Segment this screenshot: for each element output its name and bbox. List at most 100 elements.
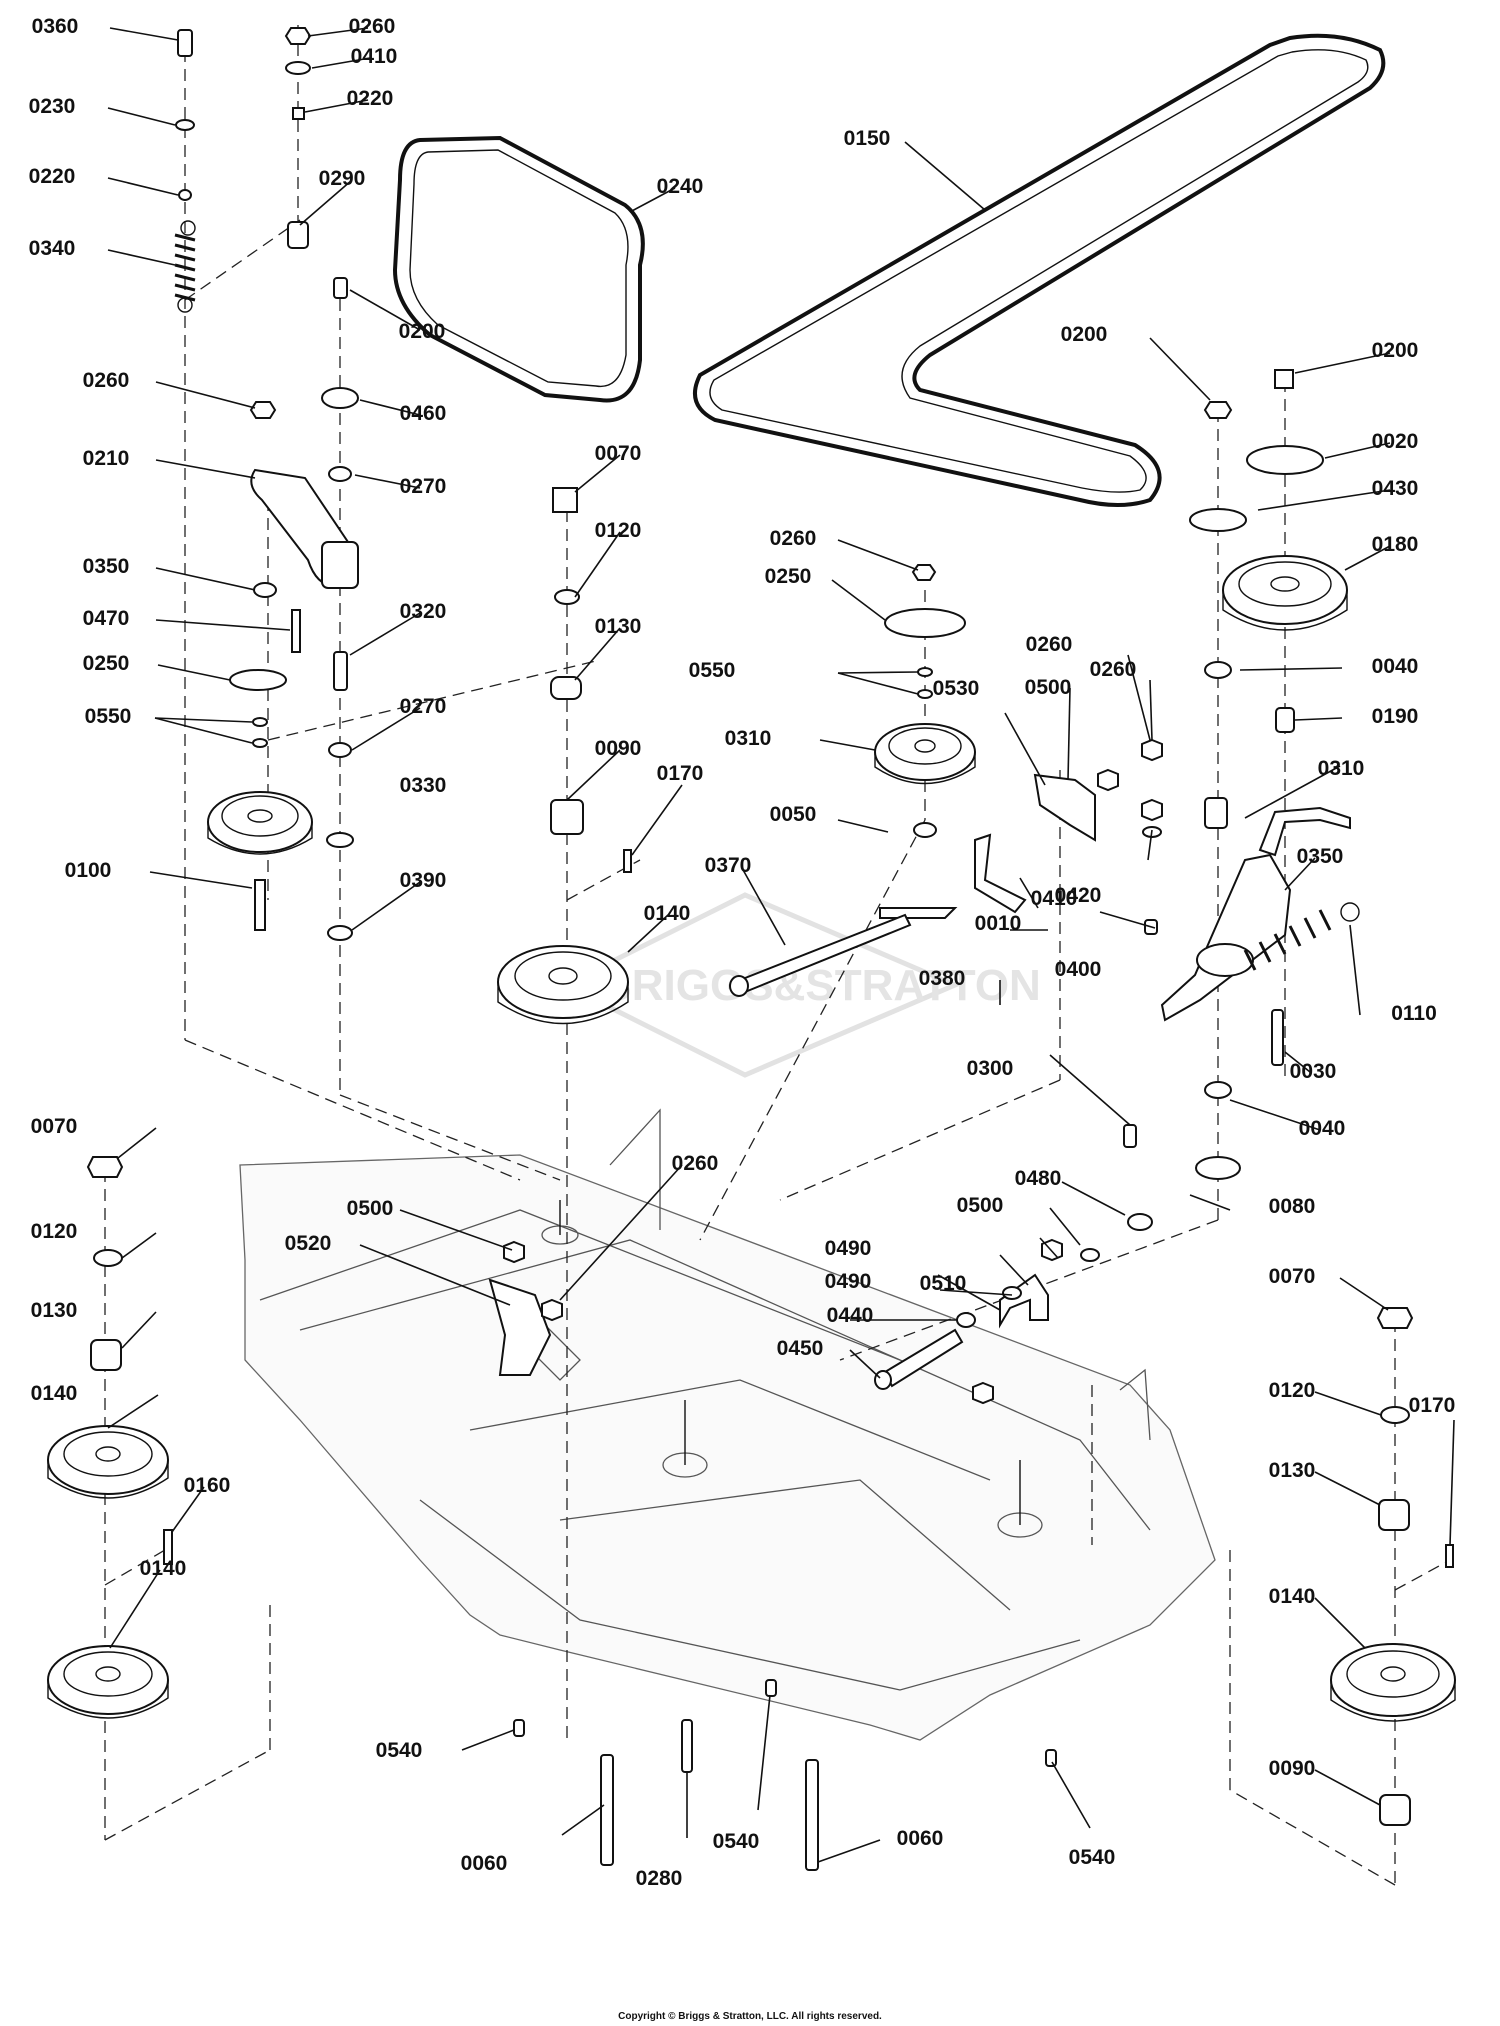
part-number-callout: 0290 <box>319 167 366 190</box>
part-number-callout: 0260 <box>770 527 817 550</box>
part-number-callout: 0080 <box>1269 1195 1316 1218</box>
watermark-text: BRIGGS&STRATTON <box>600 961 1041 1010</box>
part-number-callout: 0410 <box>351 45 398 68</box>
part-number-callout: 0070 <box>31 1115 78 1138</box>
center-right-idler <box>729 564 1163 997</box>
part-number-callout: 0350 <box>1297 845 1344 868</box>
pump-belt-0150 <box>693 33 1386 507</box>
part-number-callout: 0500 <box>1025 676 1072 699</box>
part-number-callout: 0020 <box>1372 430 1419 453</box>
part-number-callout: 0490 <box>825 1237 872 1260</box>
part-number-callout: 0060 <box>461 1852 508 1875</box>
part-number-callout: 0340 <box>29 237 76 260</box>
callout-leaders <box>107 27 1455 1863</box>
part-number-callout: 0460 <box>400 402 447 425</box>
part-number-callout: 0350 <box>83 555 130 578</box>
part-number-callout: 0450 <box>777 1337 824 1360</box>
part-number-callout: 0390 <box>400 869 447 892</box>
part-number-callout: 0240 <box>657 175 704 198</box>
left-column-hardware <box>174 27 359 941</box>
part-number-callout: 0140 <box>140 1557 187 1580</box>
part-number-callout: 0110 <box>1391 1002 1437 1025</box>
part-number-callout: 0540 <box>713 1830 760 1853</box>
bottom-bolts <box>513 1679 1057 1871</box>
part-number-callout: 0120 <box>595 519 642 542</box>
part-number-callout: 0210 <box>83 447 130 470</box>
part-number-callout: 0060 <box>897 1827 944 1850</box>
part-number-callout: 0470 <box>83 607 130 630</box>
part-number-callout: 0400 <box>1055 958 1102 981</box>
part-number-callout: 0170 <box>657 762 704 785</box>
part-number-callout: 0250 <box>83 652 130 675</box>
part-number-callout: 0550 <box>689 659 736 682</box>
part-number-callout: 0260 <box>83 369 130 392</box>
part-number-callout: 0040 <box>1372 655 1419 678</box>
right-column-hardware <box>874 369 1360 1405</box>
mower-deck <box>239 1108 1216 1741</box>
part-number-callout: 0180 <box>1372 533 1419 556</box>
part-number-callout: 0490 <box>825 1270 872 1293</box>
part-number-callout: 0410 <box>1031 887 1078 910</box>
part-number-callout: 0140 <box>1269 1585 1316 1608</box>
part-number-callout: 0500 <box>347 1197 394 1220</box>
brand-watermark: BRIGGS&STRATTON <box>559 892 1041 1078</box>
part-number-callout: 0170 <box>1409 1394 1456 1417</box>
part-number-callout: 0320 <box>400 600 447 623</box>
part-number-callout: 0070 <box>595 442 642 465</box>
part-number-callout: 0260 <box>672 1152 719 1175</box>
part-number-callout: 0130 <box>595 615 642 638</box>
part-number-callout: 0540 <box>1069 1846 1116 1869</box>
part-number-callout: 0190 <box>1372 705 1419 728</box>
part-number-callout: 0480 <box>1015 1167 1062 1190</box>
part-number-callout: 0200 <box>399 320 446 343</box>
part-number-callout: 0100 <box>65 859 112 882</box>
part-number-callout: 0150 <box>844 127 891 150</box>
part-number-callout: 0130 <box>1269 1459 1316 1482</box>
deck-belt-0240 <box>392 135 645 403</box>
part-number-callout: 0310 <box>1318 757 1365 780</box>
part-number-callout: 0260 <box>1090 658 1137 681</box>
right-bottom-stack <box>1330 1307 1456 1826</box>
part-number-callout: 0430 <box>1372 477 1419 500</box>
part-number-callout: 0380 <box>919 967 966 990</box>
part-number-callout: 0130 <box>31 1299 78 1322</box>
part-number-callout: 0140 <box>644 902 691 925</box>
part-number-callout: 0220 <box>29 165 76 188</box>
part-number-callout: 0260 <box>349 15 396 38</box>
center-column-hardware <box>497 487 632 1025</box>
part-number-callout: 0280 <box>636 1867 683 1890</box>
copyright-notice: Copyright © Briggs & Stratton, LLC. All … <box>618 2011 882 2022</box>
part-number-callout: 0120 <box>31 1220 78 1243</box>
part-number-callout: 0160 <box>184 1474 231 1497</box>
part-number-callout: 0420 <box>1055 884 1102 907</box>
part-number-callout: 0550 <box>85 705 132 728</box>
part-number-callout: 0520 <box>285 1232 332 1255</box>
part-number-callout: 0090 <box>1269 1757 1316 1780</box>
part-number-callout: 0200 <box>1372 339 1419 362</box>
part-number-callout: 0270 <box>400 475 447 498</box>
part-number-callout: 0500 <box>957 1194 1004 1217</box>
part-number-callout: 0250 <box>765 565 812 588</box>
part-number-callout: 0270 <box>400 695 447 718</box>
part-number-callout: 0260 <box>1026 633 1073 656</box>
part-number-callout: 0230 <box>29 95 76 118</box>
left-bottom-stack <box>47 1156 563 1719</box>
callout-labels: 0360 0260 0410 0230 0220 0220 0340 0290 0240 0150… <box>29 15 1456 1890</box>
part-number-callout: 0040 <box>1299 1117 1346 1140</box>
part-number-callout: 0140 <box>31 1382 78 1405</box>
part-number-callout: 0510 <box>920 1272 967 1295</box>
part-number-callout: 0330 <box>400 774 447 797</box>
part-number-callout: 0360 <box>32 15 79 38</box>
part-number-callout: 0120 <box>1269 1379 1316 1402</box>
part-number-callout: 0010 <box>975 912 1022 935</box>
part-number-callout: 0050 <box>770 803 817 826</box>
part-number-callout: 0070 <box>1269 1265 1316 1288</box>
part-number-callout: 0220 <box>347 87 394 110</box>
part-number-callout: 0310 <box>725 727 772 750</box>
part-number-callout: 0540 <box>376 1739 423 1762</box>
part-number-callout: 0530 <box>933 677 980 700</box>
part-number-callout: 0030 <box>1290 1060 1337 1083</box>
part-number-callout: 0300 <box>967 1057 1014 1080</box>
